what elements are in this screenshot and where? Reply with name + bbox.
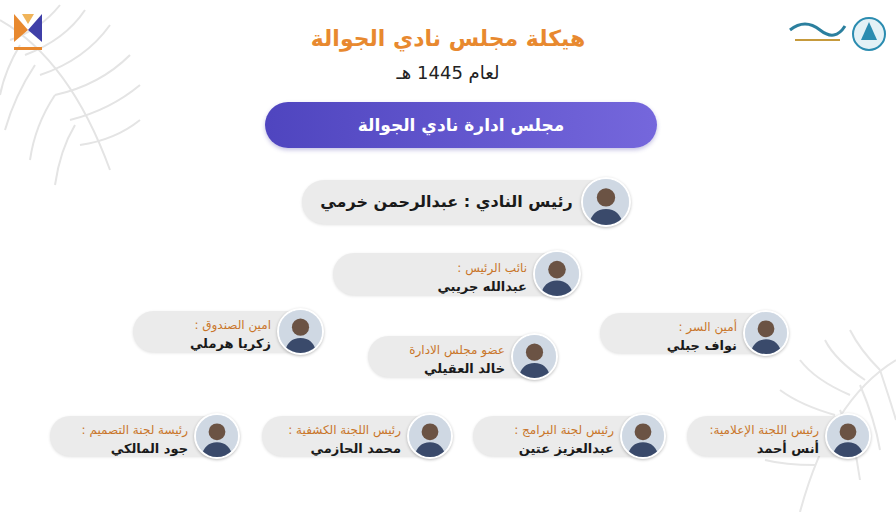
role-title: عضو مجلس الادارة [409, 342, 505, 358]
role-title: رئيس لجنة البرامج : [514, 422, 614, 438]
text-line: رئيس لجنة البرامج : [489, 419, 614, 438]
member-name: عبدالعزيز عتين [519, 440, 614, 458]
text-line: رئيسة لجنة التصميم : [66, 419, 188, 438]
avatar-icon [825, 413, 871, 459]
avatar-icon [407, 413, 453, 459]
avatar-figure [622, 415, 664, 457]
role-title: أمين السر : [678, 319, 737, 335]
role-title: نائب الرئيس : [457, 260, 527, 276]
member-card: عضو مجلس الادارة خالد العقيلي [368, 336, 552, 377]
role-title: رئيسة لجنة التصميم : [82, 422, 188, 438]
text-line: مجلس ادارة نادي الجوالة [285, 115, 637, 135]
member-card: رئيس اللجنة الكشفية : محمد الحازمي [262, 416, 447, 456]
text-line: أنس أحمد [703, 438, 819, 458]
member-card: رئيس النادي : عبدالرحمن خرمي [302, 180, 625, 224]
text-line: محمد الحازمي [278, 438, 401, 458]
text-line: امين الصندوق : [149, 314, 271, 333]
text-line: جود المالكي [66, 438, 188, 458]
avatar-figure [279, 310, 322, 353]
member-card: رئيس لجنة البرامج : عبدالعزيز عتين [473, 416, 660, 456]
avatar-figure [535, 252, 579, 296]
role-title: رئيس اللجنة الإعلامية: [710, 422, 819, 438]
member-name: خالد العقيلي [424, 360, 505, 378]
text-line: عبدالعزيز عتين [489, 438, 614, 458]
text-line: عبدالله جريبي [349, 276, 527, 296]
text-line: رئيس اللجنة الإعلامية: [703, 419, 819, 438]
university-logo [790, 18, 885, 50]
avatar-figure [583, 179, 629, 225]
text-line: نواف جبلي [616, 335, 737, 355]
role-title: رئيس اللجنة الكشفية : [288, 422, 401, 438]
diagram-title: هيكلة مجلس نادي الجوالة [0, 26, 896, 51]
member-name: رئيس النادي : عبدالرحمن خرمي [320, 192, 572, 211]
role-title: امين الصندوق : [194, 317, 271, 333]
member-name: زكريا هرملي [190, 335, 271, 353]
avatar-icon [277, 308, 324, 355]
text-line: عضو مجلس الادارة [384, 339, 505, 358]
palm-leaf [0, 5, 140, 185]
member-card: نائب الرئيس : عبدالله جريبي [333, 253, 575, 295]
text-line: زكريا هرملي [149, 333, 271, 353]
member-name: محمد الحازمي [311, 440, 401, 458]
member-card: امين الصندوق : زكريا هرملي [133, 311, 318, 352]
member-card: رئيس اللجنة الإعلامية: أنس أحمد [687, 416, 865, 456]
avatar-icon [194, 413, 240, 459]
member-name: أنس أحمد [757, 440, 819, 458]
avatar-figure [745, 312, 787, 354]
text-line: رئيس اللجنة الكشفية : [278, 419, 401, 438]
band-title: مجلس ادارة نادي الجوالة [358, 115, 564, 135]
avatar-figure [196, 415, 238, 457]
member-card: أمين السر : نواف جبلي [600, 313, 783, 353]
member-name: نواف جبلي [667, 337, 737, 355]
avatar-icon [620, 413, 666, 459]
avatar-icon [511, 333, 558, 380]
text-line: نائب الرئيس : [349, 257, 527, 276]
text-line: رئيس النادي : عبدالرحمن خرمي [318, 192, 575, 211]
avatar-icon [581, 177, 631, 227]
subtitle: لعام 1445 هـ [0, 62, 896, 83]
avatar-figure [513, 335, 556, 378]
avatar-figure [827, 415, 869, 457]
avatar-figure [409, 415, 451, 457]
text-line: أمين السر : [616, 316, 737, 335]
avatar-icon [743, 310, 789, 356]
club-logo [14, 14, 42, 50]
avatar-icon [533, 250, 581, 298]
text-line: خالد العقيلي [384, 358, 505, 378]
header-band: مجلس ادارة نادي الجوالة [265, 102, 657, 148]
member-name: عبدالله جريبي [437, 278, 527, 296]
member-name: جود المالكي [111, 440, 188, 458]
member-card: رئيسة لجنة التصميم : جود المالكي [50, 416, 234, 456]
